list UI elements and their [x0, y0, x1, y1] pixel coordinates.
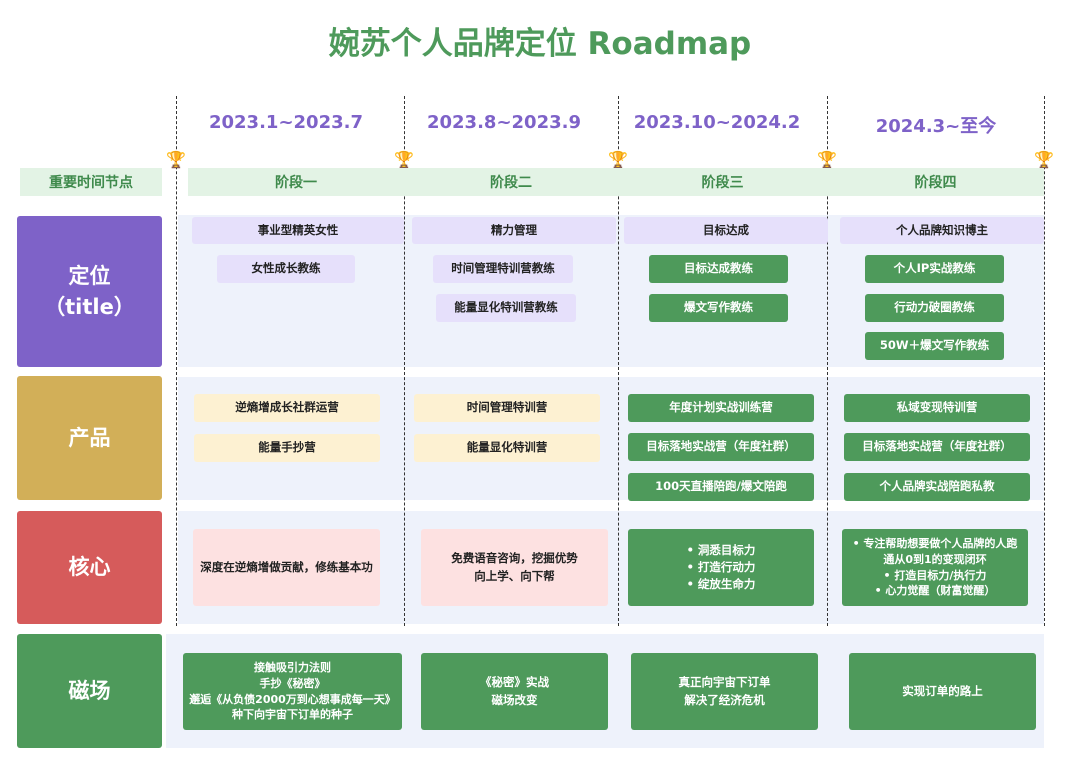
core-s3-box: • 洞悉目标力 • 打造行动力 • 绽放生命力 — [628, 529, 814, 606]
product-s3-item: 年度计划实战训练营 — [628, 394, 814, 422]
core-s4-line: • 打造目标力/执行力 — [883, 568, 987, 582]
core-s1-box: 深度在逆熵增做贡献，修练基本功 — [193, 529, 380, 606]
magnet-s1-line: 手抄《秘密》 — [259, 676, 326, 690]
timeline-divider — [404, 96, 405, 626]
period-1-date: 2023.1~2023.7 — [208, 112, 363, 133]
core-s3-line: • 打造行动力 — [686, 559, 756, 574]
positioning-row-label: 定位 （title） — [17, 216, 162, 367]
positioning-s1-item: 女性成长教练 — [217, 255, 355, 283]
stage-2-header: 阶段二 — [404, 168, 618, 196]
product-s1-item: 逆熵增成长社群运营 — [194, 394, 380, 422]
positioning-s3-title: 目标达成 — [624, 217, 828, 244]
magnet-s1-line: 邂逅《从负债2000万到心想事成每一天》 — [189, 692, 396, 706]
product-s3-item: 目标落地实战营（年度社群） — [628, 433, 814, 461]
core-s3-line: • 洞悉目标力 — [686, 542, 756, 557]
positioning-s3-item: 爆文写作教练 — [649, 294, 788, 322]
magnet-s1-line: 种下向宇宙下订单的种子 — [232, 708, 353, 722]
magnet-s2-line: 《秘密》实战 — [480, 675, 549, 690]
magnet-s3-line: 真正向宇宙下订单 — [678, 675, 771, 690]
trophy-icon: 🏆 — [394, 150, 414, 169]
positioning-label-sub: （title） — [44, 294, 135, 319]
magnet-s4-line: 实现订单的路上 — [902, 683, 983, 698]
page-title: 婉苏个人品牌定位 Roadmap — [328, 26, 752, 62]
product-s3-item: 100天直播陪跑/爆文陪跑 — [628, 473, 814, 501]
core-s4-line: • 专注帮助想要做个人品牌的人跑 — [852, 536, 1018, 550]
positioning-s3-item: 目标达成教练 — [649, 255, 788, 283]
positioning-s1-title: 事业型精英女性 — [192, 217, 404, 244]
positioning-s4-item: 50W＋爆文写作教练 — [865, 332, 1004, 360]
product-s4-item: 目标落地实战营（年度社群） — [844, 433, 1030, 461]
product-s4-item: 个人品牌实战陪跑私教 — [844, 473, 1030, 501]
magnet-s1-box: 接触吸引力法则 手抄《秘密》 邂逅《从负债2000万到心想事成每一天》 种下向宇… — [183, 653, 402, 730]
core-row-label: 核心 — [17, 511, 162, 624]
timeline-divider — [827, 96, 828, 626]
magnet-s2-line: 磁场改变 — [491, 692, 538, 707]
magnet-s3-box: 真正向宇宙下订单 解决了经济危机 — [631, 653, 818, 730]
product-s1-item: 能量手抄营 — [194, 434, 380, 462]
positioning-s2-item: 能量显化特训营教练 — [436, 294, 576, 322]
core-s4-line: 通从0到1的变现闭环 — [883, 552, 987, 566]
core-s2-box: 免费语音咨询，挖掘优势 向上学、向下帮 — [421, 529, 608, 606]
positioning-label-main: 定位 — [68, 264, 111, 289]
product-s2-item: 时间管理特训营 — [414, 394, 600, 422]
core-s4-box: • 专注帮助想要做个人品牌的人跑 通从0到1的变现闭环 • 打造目标力/执行力 … — [842, 529, 1028, 606]
magnet-s2-box: 《秘密》实战 磁场改变 — [421, 653, 608, 730]
positioning-s2-title: 精力管理 — [412, 217, 616, 244]
magnet-row-label: 磁场 — [17, 634, 162, 748]
core-s3-line: • 绽放生命力 — [686, 577, 756, 592]
product-label-text: 产品 — [68, 425, 111, 450]
core-s2-line: 免费语音咨询，挖掘优势 — [451, 551, 578, 566]
magnet-s4-box: 实现订单的路上 — [849, 653, 1036, 730]
product-row-label: 产品 — [17, 376, 162, 500]
timeline-divider — [618, 96, 619, 626]
product-s4-item: 私域变现特训营 — [844, 394, 1030, 422]
core-s4-line: • 心力觉醒（财富觉醒） — [874, 584, 996, 598]
timeline-divider — [176, 96, 177, 626]
positioning-s4-item: 个人IP实战教练 — [865, 255, 1004, 283]
magnet-s3-line: 解决了经济危机 — [684, 692, 765, 707]
product-s2-item: 能量显化特训营 — [414, 434, 600, 462]
positioning-s2-item: 时间管理特训营教练 — [433, 255, 573, 283]
timeline-label: 重要时间节点 — [20, 168, 162, 196]
positioning-s4-item: 行动力破圈教练 — [865, 294, 1004, 322]
positioning-s4-title: 个人品牌知识博主 — [840, 217, 1044, 244]
magnet-label-text: 磁场 — [68, 678, 111, 703]
trophy-icon: 🏆 — [166, 150, 186, 169]
trophy-icon: 🏆 — [817, 150, 837, 169]
trophy-icon: 🏆 — [608, 150, 628, 169]
period-4-date: 2024.3~至今 — [875, 116, 997, 137]
period-3-date: 2023.10~2024.2 — [633, 112, 801, 133]
stage-4-header: 阶段四 — [827, 168, 1044, 196]
trophy-icon: 🏆 — [1034, 150, 1054, 169]
timeline-divider — [1044, 96, 1045, 626]
period-2-date: 2023.8~2023.9 — [426, 112, 581, 133]
stage-3-header: 阶段三 — [618, 168, 827, 196]
core-s1-line: 深度在逆熵增做贡献，修练基本功 — [200, 559, 373, 574]
core-s2-line: 向上学、向下帮 — [474, 568, 555, 583]
core-label-text: 核心 — [68, 555, 111, 580]
magnet-s1-line: 接触吸引力法则 — [254, 660, 331, 674]
stage-1-header: 阶段一 — [188, 168, 404, 196]
